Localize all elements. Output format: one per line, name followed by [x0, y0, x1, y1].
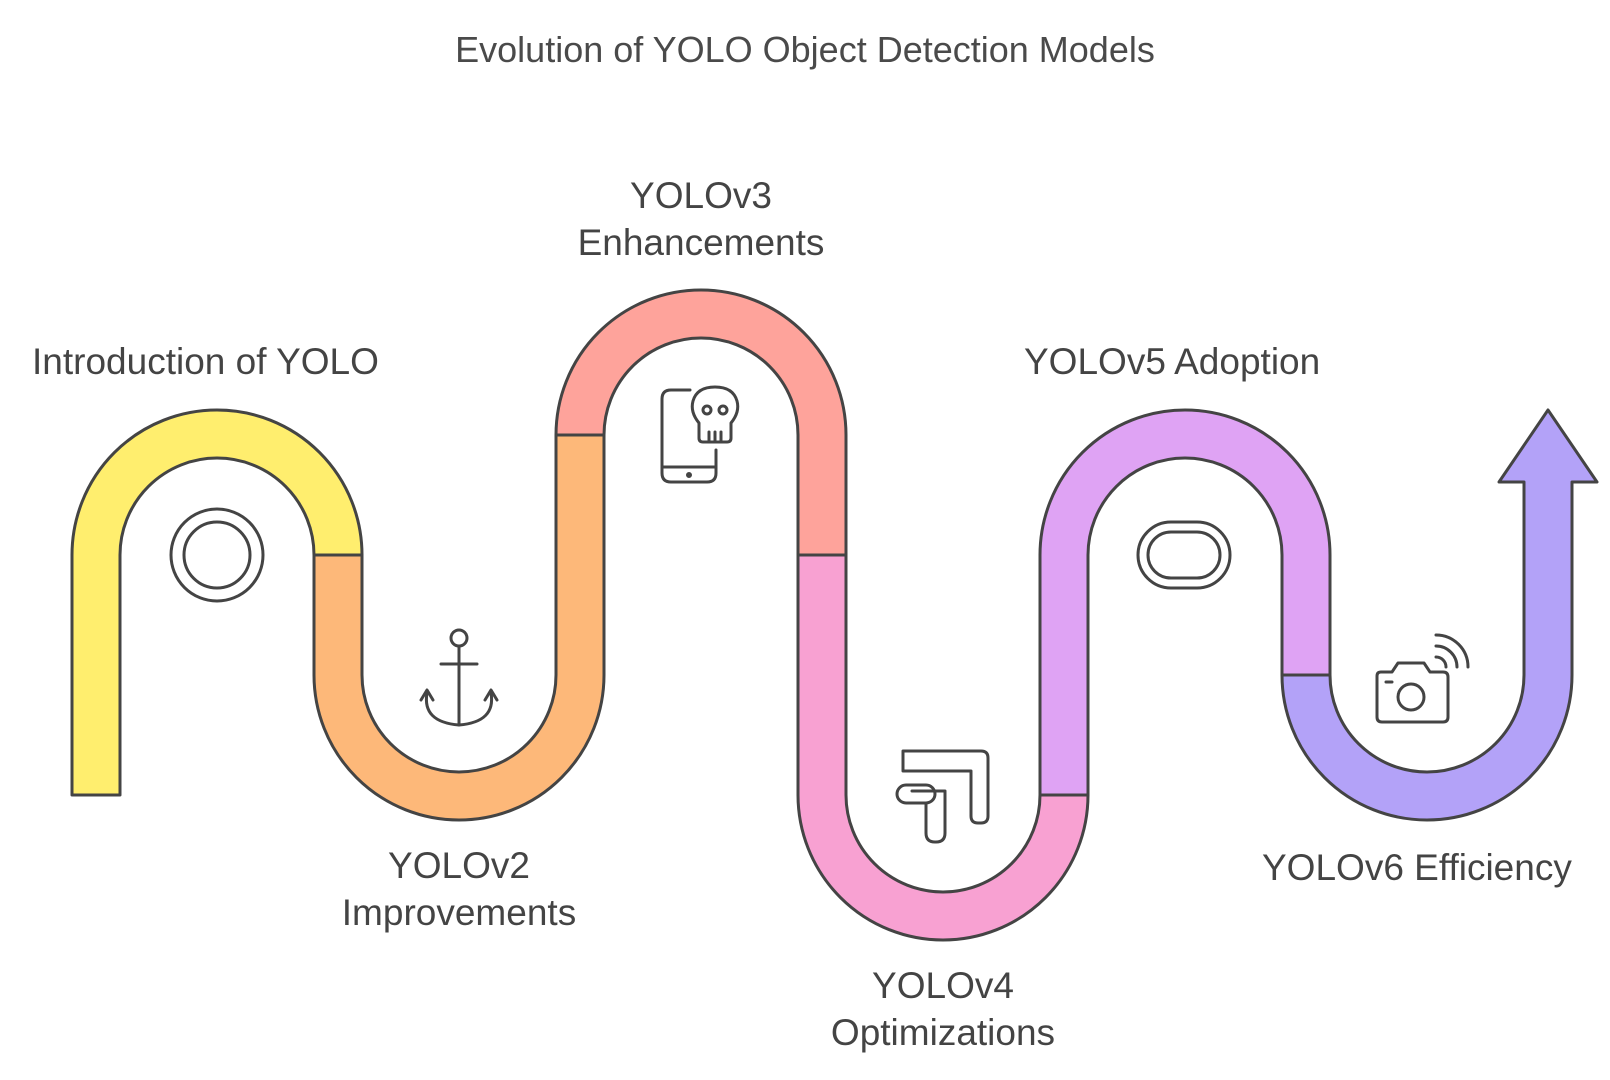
phone-skull-icon — [660, 385, 740, 484]
diagram-title: Evolution of YOLO Object Detection Model… — [455, 29, 1155, 70]
stage-label-2-line-2: Improvements — [341, 892, 577, 933]
stage-label-3-line-2: Enhancements — [577, 222, 825, 263]
ring-icon — [169, 507, 265, 603]
stage-label-6: YOLOv6 Efficiency — [1262, 844, 1572, 891]
stage-label-2-line-1: YOLOv2 — [388, 845, 530, 886]
track-segment-4 — [796, 553, 1090, 942]
stage-label-6-line-1: YOLOv6 Efficiency — [1262, 847, 1572, 888]
stage-label-5: YOLOv5 Adoption — [1024, 338, 1320, 385]
track-segment-5 — [1038, 408, 1332, 797]
track-segment-2 — [312, 433, 606, 822]
track-segment-6 — [1280, 408, 1599, 822]
camera-wireless-icon — [1375, 633, 1470, 724]
serpentine-track — [70, 288, 1599, 942]
track-segment-1 — [70, 408, 364, 797]
stage-label-3: YOLOv3 Enhancements — [501, 172, 901, 266]
stage-label-4-line-2: Optimizations — [830, 1012, 1056, 1053]
stage-label-1: Introduction of YOLO — [32, 338, 379, 385]
stage-label-3-line-1: YOLOv3 — [630, 175, 772, 216]
pill-button-icon — [1136, 520, 1232, 590]
flow-pipes-icon — [895, 749, 990, 844]
track-segment-3 — [554, 288, 848, 557]
anchor-icon — [419, 628, 499, 727]
stage-label-4: YOLOv4 Optimizations — [743, 962, 1143, 1056]
stage-label-4-line-1: YOLOv4 — [872, 965, 1014, 1006]
stage-label-2: YOLOv2 Improvements — [259, 842, 659, 936]
stage-label-5-line-1: YOLOv5 Adoption — [1024, 341, 1321, 382]
stage-label-1-line-1: Introduction of YOLO — [32, 341, 379, 382]
